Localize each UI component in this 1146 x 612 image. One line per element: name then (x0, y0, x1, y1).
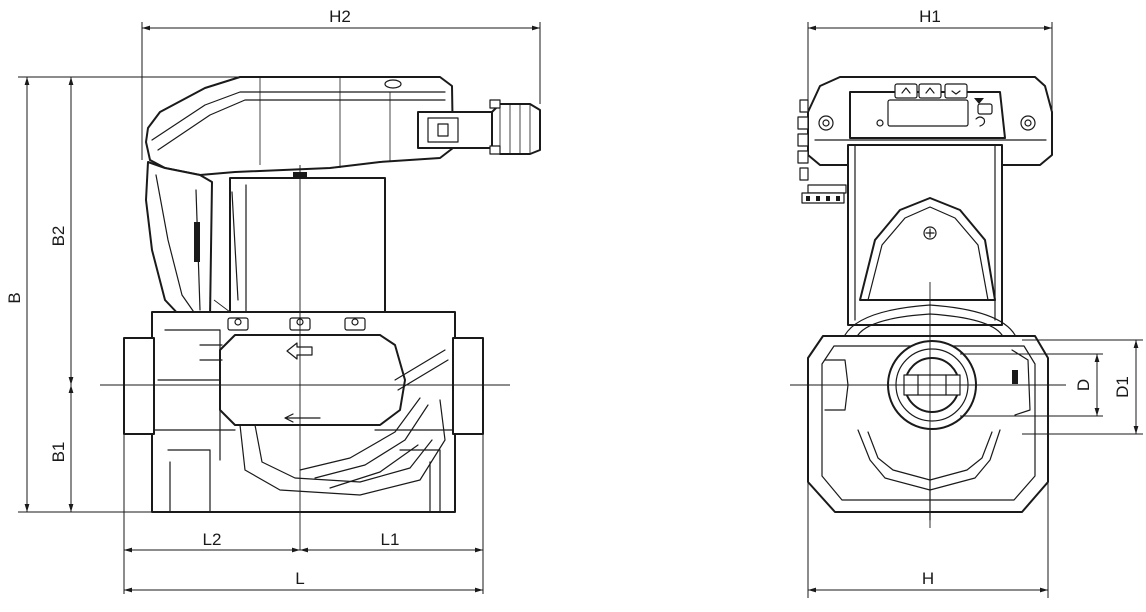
dimension-d: D (960, 353, 1103, 417)
dimension-l: L (124, 569, 483, 593)
dimension-h: H (807, 482, 1049, 598)
dimensions: H2 H1 B B2 B1 L2 (5, 7, 1143, 598)
front-cable-fins (797, 99, 847, 204)
panel-button-middle[interactable] (918, 83, 942, 99)
side-view (100, 76, 541, 550)
front-nameplate-arch (859, 197, 996, 301)
label-b: B (5, 292, 24, 303)
label-d: D (1074, 379, 1093, 391)
dimension-h2: H2 (141, 7, 541, 160)
label-h1: H1 (919, 7, 941, 26)
dimension-d1: D1 (1022, 339, 1143, 435)
dimension-b2: B2 (49, 77, 74, 385)
side-pump-housing (123, 311, 484, 513)
front-pump-housing (807, 304, 1049, 521)
side-motor (213, 172, 386, 313)
dimension-l1: L1 (300, 434, 484, 594)
panel-button-right[interactable] (944, 83, 968, 99)
front-view (790, 76, 1066, 528)
lcd-screen (887, 99, 969, 127)
panel-button-left[interactable] (894, 83, 918, 99)
label-h2: H2 (329, 7, 351, 26)
side-control-box (145, 76, 541, 176)
front-control-head (797, 76, 1053, 204)
label-l2: L2 (203, 530, 222, 549)
label-b2: B2 (49, 226, 68, 247)
label-l: L (295, 569, 304, 588)
display-panel (849, 83, 1006, 139)
label-d1: D1 (1113, 376, 1132, 398)
flow-direction-arrow-icon (286, 342, 313, 360)
dimension-l2: L2 (123, 434, 300, 594)
dimension-h1: H1 (807, 7, 1053, 112)
dimension-b: B (5, 76, 240, 513)
label-h: H (922, 569, 934, 588)
label-l1: L1 (381, 530, 400, 549)
label-b1: B1 (49, 442, 68, 463)
cable-gland (417, 99, 541, 155)
warning-triangle-icon (974, 98, 984, 104)
dimension-b1: B1 (49, 385, 74, 512)
